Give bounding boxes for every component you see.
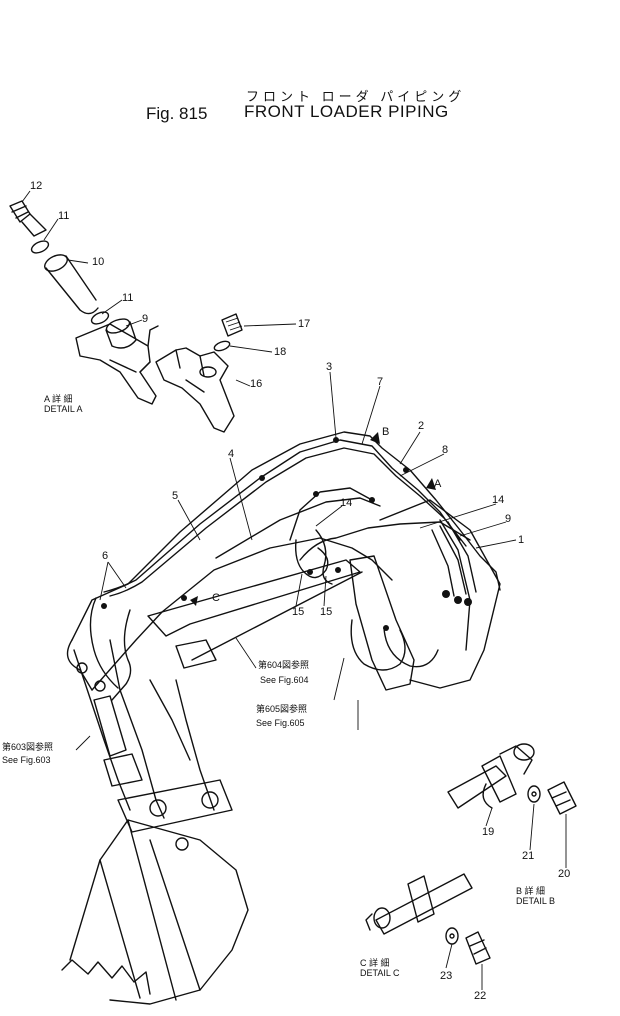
reference-fig605: See Fig.605 — [256, 718, 305, 728]
figure-number: Fig. 815 — [146, 104, 208, 123]
detail-c-drawing — [365, 873, 491, 990]
part-number-12: 12 — [30, 180, 43, 192]
detail-a-drawing — [9, 200, 243, 433]
part-number-11-upper: 11 — [58, 210, 70, 222]
part-number-23: 23 — [440, 970, 453, 982]
part-number-17: 17 — [298, 318, 311, 330]
detail-a-label-ja: A 詳 細 — [44, 394, 73, 404]
part-number-7: 7 — [377, 376, 384, 388]
detail-b-label: DETAIL B — [516, 896, 556, 906]
reference-fig605-ja: 第605図参照 — [256, 704, 308, 714]
detail-a-leaders — [21, 190, 297, 387]
part-number-9-detail: 9 — [142, 313, 149, 325]
view-c-marker: C — [212, 592, 220, 604]
part-number-9-main: 9 — [505, 513, 512, 525]
part-number-11-lower: 11 — [122, 292, 134, 304]
part-number-21: 21 — [522, 850, 535, 862]
part-number-2: 2 — [418, 420, 425, 432]
part-number-19: 19 — [482, 826, 495, 838]
part-number-16: 16 — [250, 378, 263, 390]
part-number-1: 1 — [518, 534, 525, 546]
part-number-8: 8 — [442, 444, 449, 456]
hydraulic-hoses — [89, 437, 477, 701]
view-a-marker: A — [434, 478, 442, 490]
detail-b-label-ja: B 詳 細 — [516, 886, 546, 896]
figure-title-japanese: フロント ローダ パイピング — [246, 89, 466, 104]
detail-c-label-ja: C 詳 細 — [360, 958, 390, 968]
part-number-14-center: 14 — [340, 497, 353, 509]
reference-fig604-ja: 第604図参照 — [258, 660, 310, 670]
part-number-22: 22 — [474, 990, 487, 1002]
reference-fig604: See Fig.604 — [260, 675, 309, 685]
part-number-6: 6 — [102, 550, 109, 562]
detail-b-drawing — [447, 743, 577, 868]
main-leaders — [75, 371, 517, 751]
part-number-10: 10 — [92, 256, 105, 268]
view-b-marker: B — [382, 426, 390, 438]
part-number-3: 3 — [326, 361, 333, 373]
reference-fig603: See Fig.603 — [2, 755, 51, 765]
boom-arm-drawing — [61, 431, 501, 1005]
part-number-14-right: 14 — [492, 494, 505, 506]
part-number-18: 18 — [274, 346, 287, 358]
part-number-15-left: 15 — [292, 606, 305, 618]
detail-a-label: DETAIL A — [44, 404, 83, 414]
reference-fig603-ja: 第603図参照 — [2, 742, 54, 752]
part-number-20: 20 — [558, 868, 571, 880]
figure-title: FRONT LOADER PIPING — [244, 102, 449, 121]
detail-c-label: DETAIL C — [360, 968, 400, 978]
part-number-4: 4 — [228, 448, 235, 460]
part-number-15-right: 15 — [320, 606, 333, 618]
part-number-5: 5 — [172, 490, 179, 502]
